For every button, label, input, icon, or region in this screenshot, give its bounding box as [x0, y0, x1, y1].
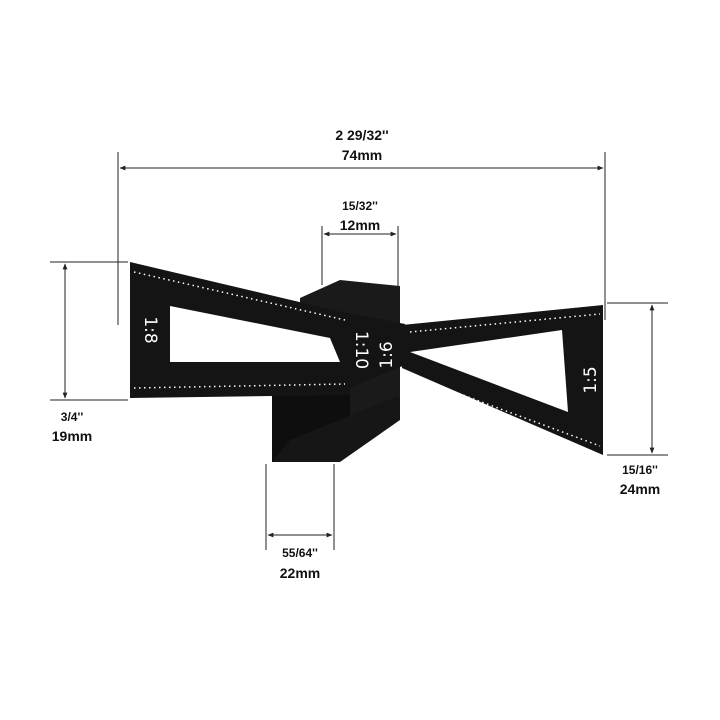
block-top-width-imperial: 15/32'' — [342, 199, 378, 213]
ruler-ticks — [409, 313, 601, 333]
right-height-imperial: 15/16'' — [622, 463, 658, 477]
left-height-metric: 19mm — [52, 428, 92, 444]
ruler-ticks — [133, 271, 346, 321]
overall-width-metric: 74mm — [342, 147, 382, 163]
overall-width-imperial: 2 29/32'' — [335, 127, 388, 143]
dimension-lines — [50, 152, 668, 550]
ratio-label-right: 1:5 — [581, 366, 601, 393]
block-bottom — [272, 395, 400, 462]
right-blade-opening — [410, 330, 568, 412]
ruler-ticks — [133, 383, 346, 389]
block-top-width-metric: 12mm — [340, 217, 380, 233]
left-blade-opening — [170, 306, 340, 362]
right-height-metric: 24mm — [620, 481, 660, 497]
left-height-imperial: 3/4'' — [61, 410, 84, 424]
ratio-label-left: 1:8 — [140, 316, 160, 343]
ruler-ticks — [411, 375, 601, 447]
ratio-label-center-b: 1:6 — [377, 341, 397, 368]
block-width-imperial: 55/64'' — [282, 546, 318, 560]
dovetail-marker-tool: 1:8 1:10 1:6 1:5 — [130, 262, 603, 462]
ratio-label-center-a: 1:10 — [351, 331, 371, 369]
block-width-metric: 22mm — [280, 565, 320, 581]
center-bridge — [345, 312, 405, 390]
